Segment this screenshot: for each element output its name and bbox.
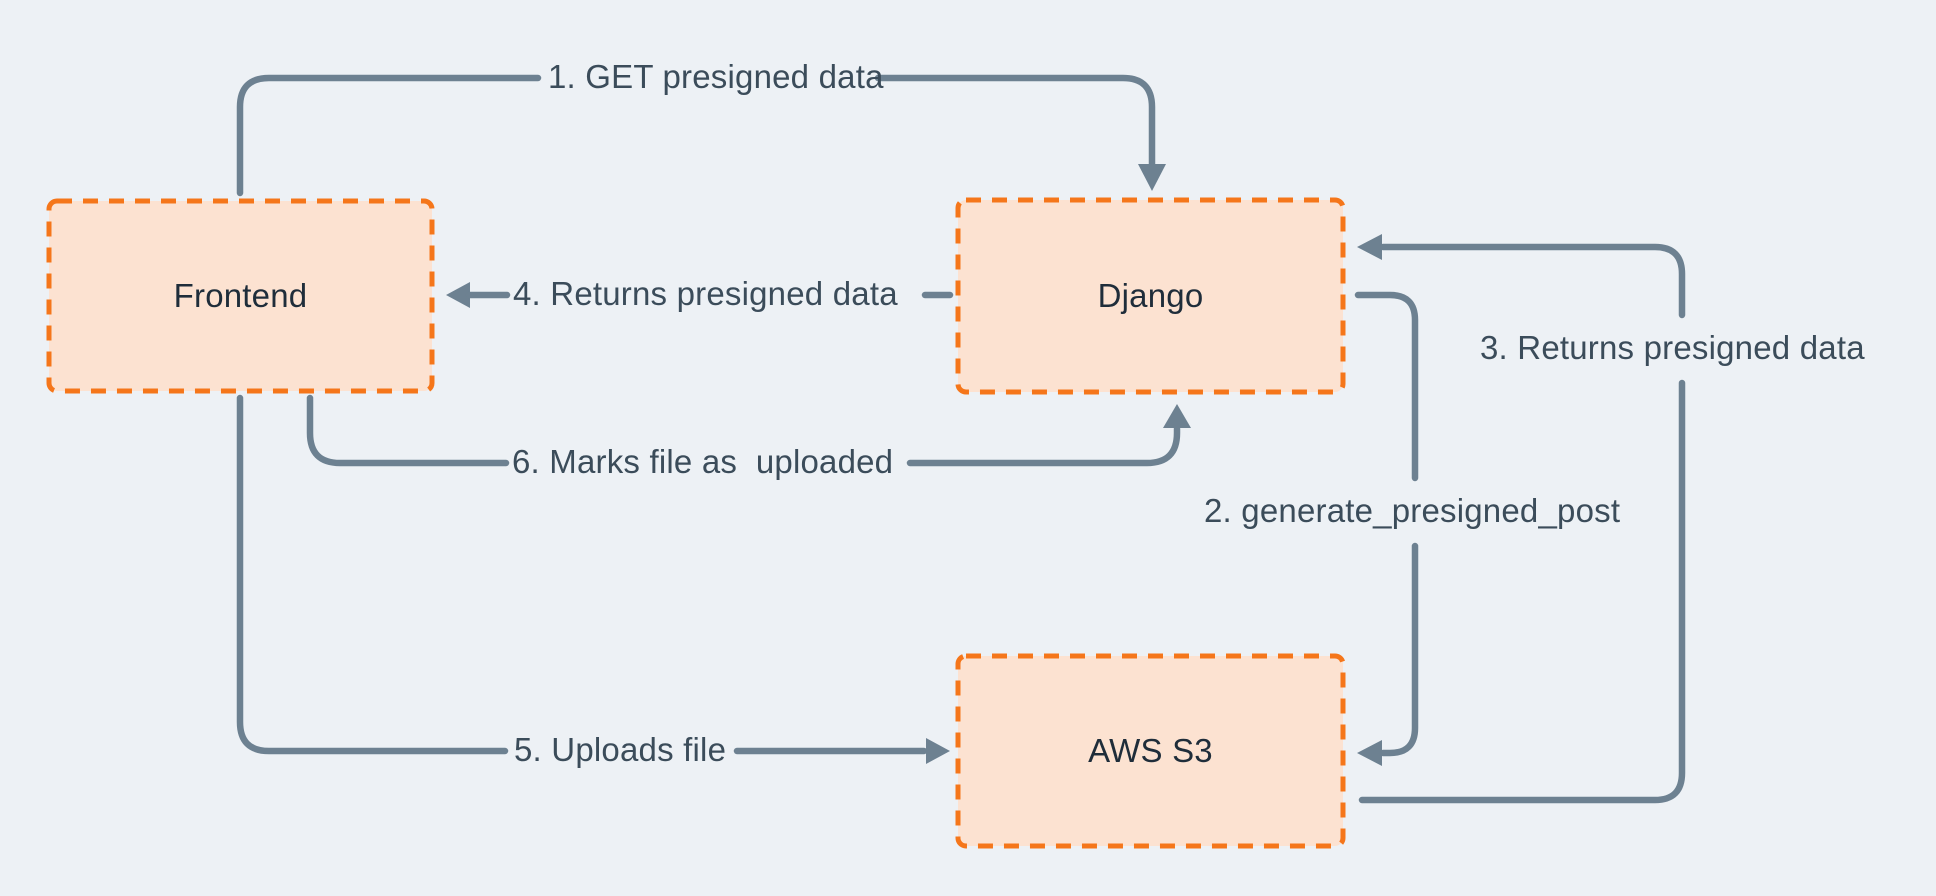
flow-label-step3: 3. Returns presigned data [1480,329,1865,367]
flow-label-step4: 4. Returns presigned data [513,275,898,313]
flow-label-step5: 5. Uploads file [514,731,727,769]
flow-label-step1: 1. GET presigned data [548,58,884,96]
arrow4-left-arrowhead-icon [446,282,470,308]
flow-label-step2: 2. generate_presigned_post [1204,492,1621,530]
flow-label-step6: 6. Marks file as uploaded [512,443,894,481]
arrow2-line-top [1354,291,1419,482]
aws-s3-node-box [955,653,1346,849]
arrow2-line-bottom [1379,542,1419,757]
arrow5-right-arrowhead-icon [926,738,950,764]
arrow3-line-bottom [1358,379,1686,804]
arrow6-line-right [906,425,1181,467]
arrow1-down-arrowhead-icon [1138,164,1166,191]
django-node-label: Django [1097,277,1204,314]
aws-s3-node-label: AWS S3 [1088,732,1213,769]
arrow6-up-arrowhead-icon [1163,404,1191,428]
frontend-node-box [46,198,435,394]
arrow2-left-arrowhead-icon [1357,740,1382,766]
arrow3-left-arrowhead-icon [1357,234,1382,260]
frontend-node-label: Frontend [173,277,308,314]
arrow1-line-left [236,74,542,197]
django-node-box [955,197,1346,395]
arrow6-line-left [306,394,510,467]
arrow1-line-right [874,74,1156,168]
arrow3-line-top [1379,243,1686,319]
arrow5-line-left [236,394,509,755]
